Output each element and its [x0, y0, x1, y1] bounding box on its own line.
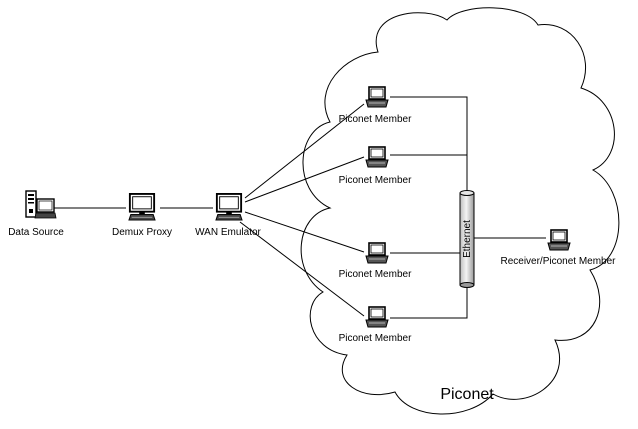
link-member2-bus — [390, 154, 468, 193]
laptop-icon — [365, 242, 389, 264]
piconet-member-2-node: Piconet Member — [339, 146, 412, 186]
ethernet-bus: Ethernet — [459, 190, 475, 288]
receiver-label: Receiver/Piconet Member — [500, 256, 616, 267]
link-wan-member3 — [244, 211, 365, 253]
link-wan-member1 — [244, 103, 365, 199]
demux-proxy-node: Demux Proxy — [112, 193, 172, 238]
piconet-member-4-node: Piconet Member — [339, 306, 412, 344]
piconet-member-3-node: Piconet Member — [339, 242, 412, 280]
data-source-node: Data Source — [8, 190, 64, 238]
wan-emulator-node: WAN Emulator — [195, 193, 262, 238]
link-wan-member2 — [244, 156, 365, 203]
wan-emulator-label: WAN Emulator — [195, 227, 261, 238]
data-source-label: Data Source — [8, 227, 64, 238]
laptop-icon — [365, 306, 389, 328]
server-computer-icon — [25, 190, 57, 219]
ethernet-label: Ethernet — [462, 220, 473, 258]
piconet-member-1-label: Piconet Member — [339, 114, 412, 125]
link-wan-member4 — [239, 221, 365, 317]
monitor-icon — [214, 193, 244, 221]
piconet-member-3-label: Piconet Member — [339, 269, 412, 280]
demux-proxy-label: Demux Proxy — [112, 227, 172, 238]
laptop-icon — [365, 86, 389, 108]
monitor-icon — [127, 193, 157, 221]
piconet-member-2-label: Piconet Member — [339, 175, 412, 186]
laptop-icon — [365, 146, 389, 168]
link-member4-bus — [390, 287, 468, 319]
piconet-member-4-label: Piconet Member — [339, 333, 412, 344]
receiver-node: Receiver/Piconet Member — [500, 229, 616, 267]
piconet-member-1-node: Piconet Member — [339, 86, 412, 125]
laptop-icon — [547, 229, 571, 251]
connections — [52, 96, 546, 319]
piconet-cloud-label: Piconet — [440, 386, 494, 403]
